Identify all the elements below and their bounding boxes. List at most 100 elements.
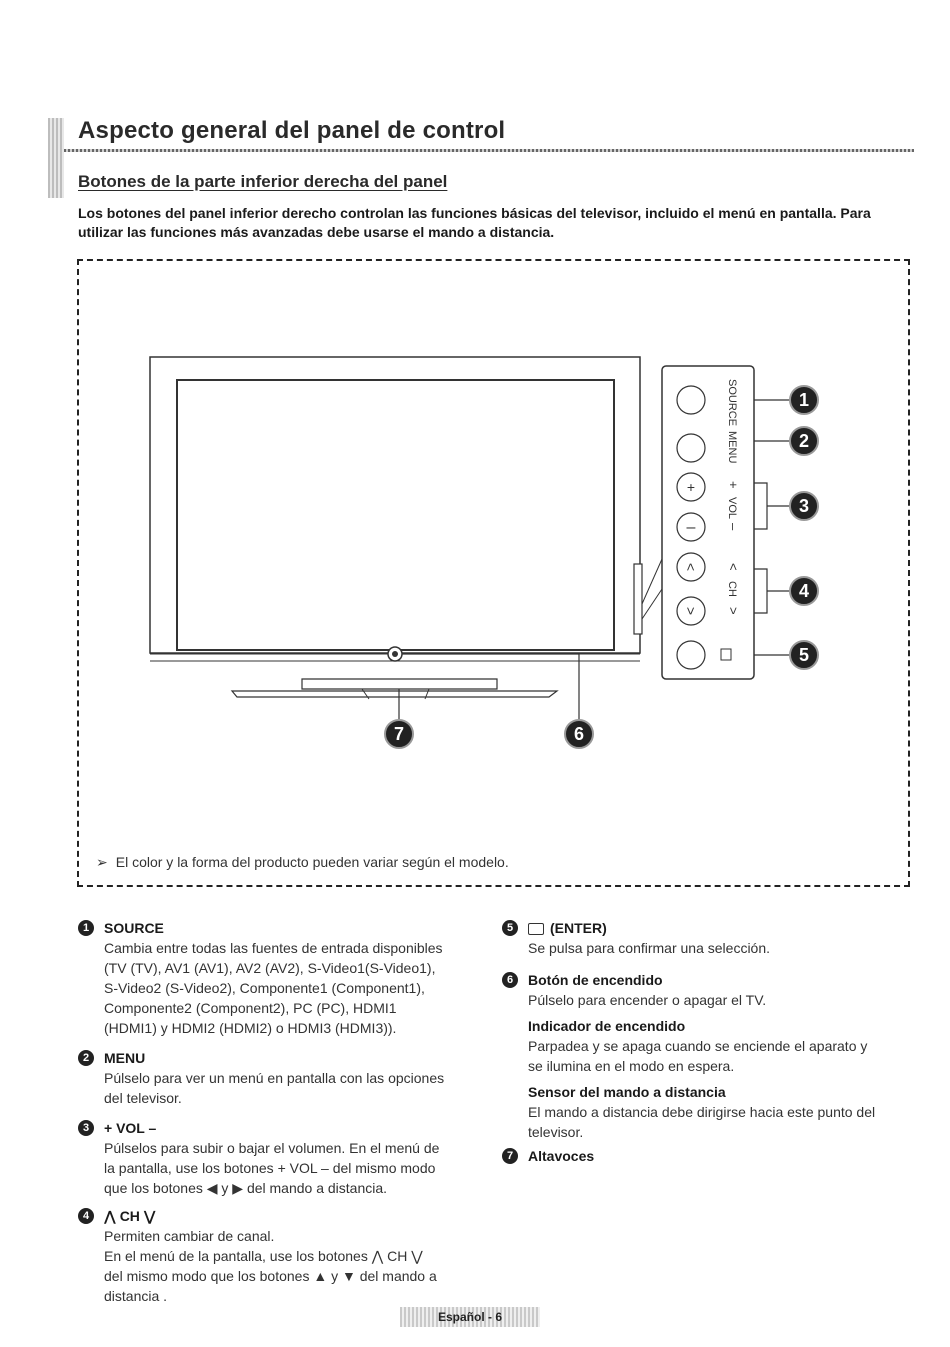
item-number-badge: 3 bbox=[78, 1120, 94, 1136]
callout-badge-4: 4 bbox=[789, 576, 819, 606]
section-side-bar bbox=[48, 118, 64, 198]
note-text: El color y la forma del producto pueden … bbox=[115, 854, 509, 870]
item-line: (TV (TV), AV1 (AV1), AV2 (AV2), S-Video1… bbox=[104, 960, 436, 976]
item-speakers: 7 Altavoces bbox=[502, 1146, 922, 1166]
note-arrow-icon: ➢ bbox=[96, 854, 108, 870]
callout-lines bbox=[398, 399, 795, 719]
side-button-panel: + – < > SOURCE MENU + VOL – < CH > bbox=[661, 365, 755, 680]
tv-front-illustration bbox=[149, 356, 663, 700]
panel-label-ch-down: > bbox=[726, 607, 741, 615]
item-description: Permiten cambiar de canal. En el menú de… bbox=[78, 1226, 488, 1306]
item-line: del mismo modo que los botones ▲ y ▼ del… bbox=[104, 1268, 437, 1284]
panel-label-minus: – bbox=[726, 523, 741, 531]
enter-button-icon bbox=[676, 640, 706, 670]
item-label: (ENTER) bbox=[550, 920, 607, 936]
panel-label-ch: CH bbox=[726, 581, 738, 597]
item-number-badge: 2 bbox=[78, 1050, 94, 1066]
item-source: 1 SOURCE Cambia entre todas las fuentes d… bbox=[78, 918, 488, 1038]
item-label: + VOL – bbox=[104, 1120, 157, 1136]
item-description: Púlselo para ver un menú en pantalla con… bbox=[78, 1068, 488, 1108]
ch-down-button-icon bbox=[676, 596, 706, 626]
item-number-badge: 7 bbox=[502, 1148, 518, 1164]
callout-badges: 1 2 3 4 5 6 7 bbox=[384, 385, 819, 749]
callout-badge-2: 2 bbox=[789, 426, 819, 456]
item-line: Parpadea y se apaga cuando se enciende e… bbox=[528, 1038, 868, 1054]
remote-sensor-description: El mando a distancia debe dirigirse haci… bbox=[502, 1102, 922, 1142]
panel-label-menu: MENU bbox=[726, 431, 738, 463]
item-line: se ilumina en el modo en espera. bbox=[528, 1058, 735, 1074]
item-line: televisor. bbox=[528, 1124, 584, 1140]
item-description: Púlselo para encender o apagar el TV. bbox=[502, 990, 922, 1010]
plus-glyph: + bbox=[687, 479, 695, 495]
item-label: Altavoces bbox=[528, 1148, 595, 1164]
item-label: Botón de encendido bbox=[528, 972, 663, 988]
callout-badge-6: 6 bbox=[564, 719, 594, 749]
svg-text:4: 4 bbox=[799, 581, 809, 601]
item-number-badge: 1 bbox=[78, 920, 94, 936]
enter-icon bbox=[528, 923, 544, 935]
svg-text:6: 6 bbox=[574, 724, 584, 744]
item-label: SOURCE bbox=[104, 920, 164, 936]
item-line: la pantalla, use los botones + VOL – del… bbox=[104, 1160, 436, 1176]
item-menu: 2 MENU Púlselo para ver un menú en pantal… bbox=[78, 1048, 488, 1108]
item-line: S-Video2 (S-Video2), Componente1 (Compon… bbox=[104, 980, 425, 996]
item-description: Cambia entre todas las fuentes de entrad… bbox=[78, 938, 488, 1038]
vol-down-button-icon bbox=[676, 512, 706, 542]
item-description: Púlselos para subir o bajar el volumen. … bbox=[78, 1138, 488, 1198]
intro-text: Los botones del panel inferior derecho c… bbox=[78, 205, 871, 240]
item-ch: 4 ⋀ CH ⋁ Permiten cambiar de canal. En el… bbox=[78, 1206, 488, 1306]
vol-up-button-icon bbox=[676, 472, 706, 502]
tv-control-panel-diagram: + – < > SOURCE MENU + VOL – < CH > 1 2 3… bbox=[149, 356, 819, 749]
svg-text:2: 2 bbox=[799, 431, 809, 451]
item-number-badge: 6 bbox=[502, 972, 518, 988]
panel-label-vol: VOL bbox=[726, 497, 738, 519]
callout-badge-5: 5 bbox=[789, 640, 819, 670]
title-rule bbox=[64, 149, 914, 152]
item-description: Se pulsa para confirmar una selección. bbox=[502, 938, 922, 958]
svg-text:3: 3 bbox=[799, 496, 809, 516]
panel-label-ch-up: < bbox=[726, 563, 741, 571]
callout-badge-1: 1 bbox=[789, 385, 819, 415]
enter-glyph-icon bbox=[720, 648, 732, 661]
item-line: Púlselo para ver un menú en pantalla con… bbox=[104, 1070, 445, 1086]
ch-down-glyph: > bbox=[683, 607, 699, 615]
power-button-icon bbox=[387, 646, 403, 662]
minus-glyph: – bbox=[687, 519, 696, 536]
power-indicator-label: Indicador de encendido bbox=[528, 1018, 686, 1034]
item-power: 6 Botón de encendido Púlselo para encende… bbox=[502, 970, 922, 1142]
item-line: En el menú de la pantalla, use los boton… bbox=[104, 1248, 423, 1264]
power-indicator-description: Parpadea y se apaga cuando se enciende e… bbox=[502, 1036, 922, 1076]
ch-up-button-icon bbox=[676, 552, 706, 582]
callout-badge-7: 7 bbox=[384, 719, 414, 749]
item-line: Permiten cambiar de canal. bbox=[104, 1228, 275, 1244]
item-line: distancia . bbox=[104, 1288, 168, 1304]
callout-badge-3: 3 bbox=[789, 491, 819, 521]
section-heading: Botones de la parte inferior derecha del… bbox=[78, 172, 448, 191]
item-number-badge: 5 bbox=[502, 920, 518, 936]
panel-label-source: SOURCE bbox=[726, 379, 738, 426]
svg-text:1: 1 bbox=[799, 390, 809, 410]
item-line: Cambia entre todas las fuentes de entrad… bbox=[104, 940, 443, 956]
page-number-footer: Español - 6 bbox=[400, 1307, 540, 1327]
page-title: Aspecto general del panel de control bbox=[78, 117, 506, 144]
item-line: El mando a distancia debe dirigirse haci… bbox=[528, 1104, 876, 1120]
item-enter: 5 (ENTER) Se pulsa para confirmar una sel… bbox=[502, 918, 922, 958]
item-line: Púlselo para encender o apagar el TV. bbox=[528, 992, 767, 1008]
source-button-icon bbox=[676, 385, 706, 415]
item-label: MENU bbox=[104, 1050, 146, 1066]
menu-button-icon bbox=[676, 433, 706, 463]
svg-text:5: 5 bbox=[799, 645, 809, 665]
item-line: Púlselos para subir o bajar el volumen. … bbox=[104, 1140, 440, 1156]
item-line: Se pulsa para confirmar una selección. bbox=[528, 940, 771, 956]
figure-frame bbox=[77, 259, 910, 887]
item-line: que los botones ◀ y ▶ del mando a distan… bbox=[104, 1180, 388, 1196]
item-line: (HDMI1) y HDMI2 (HDMI2) o HDMI3 (HDMI3))… bbox=[104, 1020, 397, 1036]
svg-text:7: 7 bbox=[394, 724, 404, 744]
item-number-badge: 4 bbox=[78, 1208, 94, 1224]
panel-label-plus: + bbox=[726, 481, 741, 489]
item-line: Componente2 (Component2), PC (PC), HDMI1 bbox=[104, 1000, 397, 1016]
item-line: del televisor. bbox=[104, 1090, 182, 1106]
item-vol: 3 + VOL – Púlselos para subir o bajar el … bbox=[78, 1118, 488, 1198]
item-label: ⋀ CH ⋁ bbox=[104, 1208, 156, 1224]
figure-note: ➢ El color y la forma del producto pueden… bbox=[96, 854, 509, 871]
